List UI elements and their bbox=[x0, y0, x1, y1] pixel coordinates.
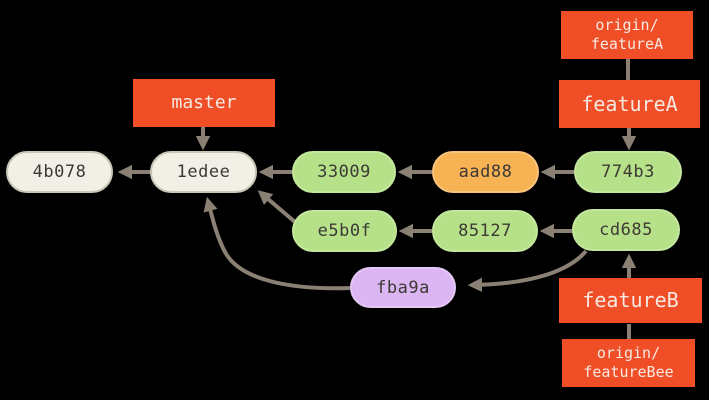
commit-node-85127: 85127 bbox=[432, 210, 538, 252]
edge-e5b0f-to-1edee bbox=[257, 190, 297, 224]
commit-node-fba9a: fba9a bbox=[350, 267, 456, 308]
ref-label-origin-featureBee-line2: featureBee bbox=[583, 363, 674, 381]
ref-label-origin-featureA-line2: featureA bbox=[590, 35, 664, 53]
edge-fba9a-to-1edee bbox=[203, 196, 351, 291]
ref-label-featureA-text: featureA bbox=[581, 91, 678, 116]
ref-label-featureB-text: featureB bbox=[582, 288, 679, 312]
ref-label-master-text: master bbox=[171, 91, 237, 113]
ref-label-origin-featureBee-line1: origin/ bbox=[596, 344, 661, 363]
commit-node-33009: 33009 bbox=[292, 151, 396, 193]
commit-node-cd685: cd685 bbox=[572, 209, 680, 251]
commit-node-aad88: aad88 bbox=[432, 151, 539, 193]
commit-node-4b078: 4b078 bbox=[6, 151, 113, 193]
ref-label-origin-featureBee: origin/ featureBee bbox=[562, 339, 695, 387]
commit-node-e5b0f: e5b0f bbox=[292, 210, 397, 252]
ref-label-origin-featureA: origin/ featureA bbox=[561, 11, 693, 59]
ref-label-featureB: featureB bbox=[559, 278, 702, 323]
edge-cd685-to-fba9a bbox=[467, 249, 588, 293]
commit-node-1edee: 1edee bbox=[150, 151, 257, 193]
ref-label-origin-featureA-line1: origin/ bbox=[595, 16, 659, 35]
commit-node-774b3: 774b3 bbox=[574, 151, 682, 193]
ref-label-featureA: featureA bbox=[559, 80, 700, 128]
ref-label-master: master bbox=[133, 79, 275, 127]
